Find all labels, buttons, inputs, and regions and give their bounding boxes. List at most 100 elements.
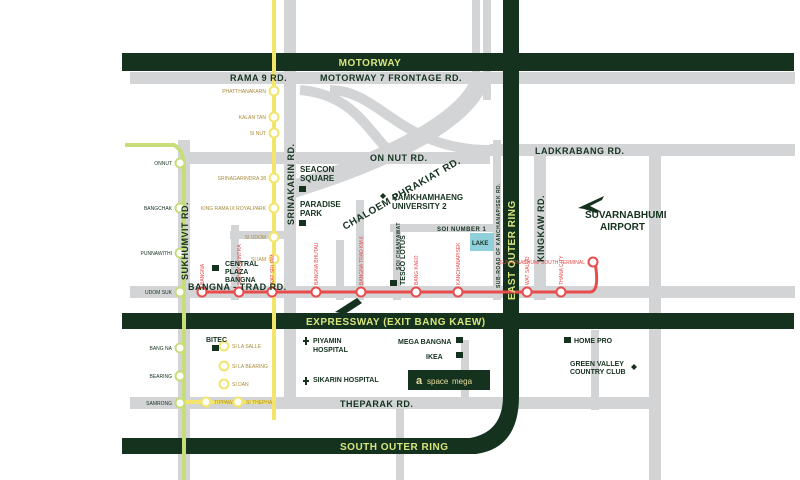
label-central-3: BANGNA	[225, 277, 256, 284]
label-soi-chanyawat: SOI CHANYAWAT	[396, 222, 402, 270]
label-ladkrabang: LADKRABANG RD.	[535, 146, 625, 156]
label-ramkhamhaeng: RAMKHAMHAENG	[392, 193, 463, 202]
label-kingkaew: KINGKAW RD.	[536, 195, 546, 262]
station-red-0-label: BANGNA	[200, 263, 206, 285]
station-south-3-label: TIPPAWAN	[214, 400, 240, 406]
label-ramkhamhaeng-2: UNIVERSITY 2	[392, 202, 447, 211]
station-yellow-3-label: SRINAGARINDRA 38	[218, 176, 267, 182]
station-yellow-6-label: SI IAM	[251, 257, 266, 263]
road-motorway	[122, 53, 794, 71]
station-red-0-marker	[196, 286, 208, 298]
shopping-bag-icon	[299, 220, 306, 226]
label-piyamin-2: HOSPITAL	[313, 347, 349, 354]
major-roads	[122, 0, 794, 454]
station-red-8-marker	[555, 286, 567, 298]
station-red-3-label: BANGNA BHUTAU	[314, 242, 320, 285]
station-south-1-marker	[218, 360, 230, 372]
shopping-bag-icon	[456, 337, 463, 343]
hospital-cross-icon	[303, 337, 309, 345]
label-airport-2: AIRPORT	[600, 222, 645, 233]
label-rama9: RAMA 9 RD.	[230, 73, 287, 83]
label-central-2: PLAZA	[225, 269, 248, 276]
station-red-6-label: KANCHANAPISEK	[456, 242, 462, 285]
station-green-6-label: SAMRONG	[146, 401, 172, 407]
station-green-2-label: PUNNAWITHI	[141, 251, 172, 257]
road-expressway	[122, 313, 794, 329]
label-seacon: SEACON	[300, 165, 334, 174]
station-red-6-marker	[452, 286, 464, 298]
station-green-2-marker	[174, 247, 186, 259]
station-yellow-6-marker	[268, 253, 280, 265]
station-green-1-label: BANGCHAK	[144, 206, 173, 212]
station-red-9-label: SUVARNABHUMI SOUTH TERMINAL	[500, 260, 586, 266]
station-red-8-label: THANA CITY	[559, 255, 565, 285]
label-greenvalley-2: COUNTRY CLUB	[570, 369, 626, 376]
station-green-3-marker	[174, 286, 186, 298]
label-theparak: THEPARAK RD.	[340, 399, 413, 409]
label-paradise-2: PARK	[300, 209, 322, 218]
station-green-6-marker	[174, 397, 186, 409]
station-south-0-label: SI LA SALLE	[232, 344, 262, 350]
lake-area	[470, 233, 494, 251]
station-green-1-marker	[174, 202, 186, 214]
label-airport: SUVARNABHUMI	[585, 210, 667, 221]
shopping-bag-icon	[390, 280, 397, 286]
label-sukhumvit: SUKHUMVIT RD.	[180, 202, 190, 280]
station-red-3-marker	[310, 286, 322, 298]
station-green-3-label: UDOM SUK	[145, 290, 173, 296]
label-tesco: TESCO LOTUS	[400, 235, 407, 285]
station-red-1-label: SRINAKARINTRA	[237, 244, 243, 285]
a-space-mega-logo: a space mega	[408, 370, 490, 390]
label-greenvalley: GREEN VALLEY	[570, 361, 624, 368]
station-red-7-label: WAT SALUD	[525, 256, 531, 285]
station-red-5-marker	[410, 286, 422, 298]
road-curve-b	[299, 85, 403, 165]
station-yellow-2-label: SI NUT	[250, 131, 266, 137]
label-soi-number1: SOI NUMBER 1	[437, 227, 487, 233]
station-red-2-marker	[266, 286, 278, 298]
station-red-5-label: BANG KAEO	[414, 255, 420, 285]
station-south-2-label: SI DAN	[232, 382, 249, 388]
shopping-bag-icon	[456, 352, 463, 358]
station-south-1-label: SI LA BEARING	[232, 364, 268, 370]
label-motorway: MOTORWAY	[339, 58, 402, 69]
shopping-bag-icon	[564, 337, 571, 343]
label-bitec: BITEC	[206, 337, 227, 344]
station-yellow-0-label: PHATTHANAKARN	[222, 89, 266, 95]
station-red-4-marker	[355, 286, 367, 298]
station-yellow-2-marker	[268, 127, 280, 139]
station-yellow-1-label: KALAN TAN	[239, 115, 267, 121]
label-expressway: EXPRESSWAY (EXIT BANG KAEW)	[306, 317, 486, 328]
hospital-cross-icon	[303, 377, 309, 385]
place-markers	[212, 186, 637, 385]
logo-badge	[408, 370, 490, 390]
station-green-0-marker	[174, 157, 186, 169]
station-red-9-marker	[587, 256, 599, 268]
road-chaloem	[287, 76, 489, 199]
airplane-icon	[578, 196, 604, 213]
station-green-0-label: ONNUT	[154, 161, 172, 167]
station-south-0-marker	[218, 340, 230, 352]
station-yellow-0-marker	[268, 85, 280, 97]
road-curve-a	[329, 85, 491, 155]
label-srinakarin: SRINAKARIN RD.	[286, 143, 296, 225]
label-on-nut: ON NUT RD.	[370, 153, 428, 163]
station-green-4-label: BANG NA	[149, 346, 172, 352]
station-yellow-5-label: SI UDOM	[245, 235, 266, 241]
station-yellow-4-marker	[268, 202, 280, 214]
logo-space: space	[427, 377, 449, 386]
label-sikarin: SIKARIN HOSPITAL	[313, 377, 379, 384]
label-lake: LAKE	[472, 241, 488, 247]
label-central: CENTRAL	[225, 261, 259, 268]
station-green-4-marker	[174, 342, 186, 354]
station-yellow-5-marker	[268, 231, 280, 243]
station-south-2-marker	[218, 378, 230, 390]
station-red-4-label: BANGNA TRAD KM.6	[359, 236, 365, 285]
station-green-5-marker	[174, 370, 186, 382]
shopping-bag-icon	[212, 345, 219, 351]
label-frontage: MOTORWAY 7 FRONTAGE RD.	[320, 73, 462, 83]
station-yellow-4-label: KING RAMA IX ROYALPARK	[201, 206, 267, 212]
shopping-bag-icon	[212, 265, 219, 271]
station-red-2-label: WAT SRI IAM	[270, 255, 276, 285]
